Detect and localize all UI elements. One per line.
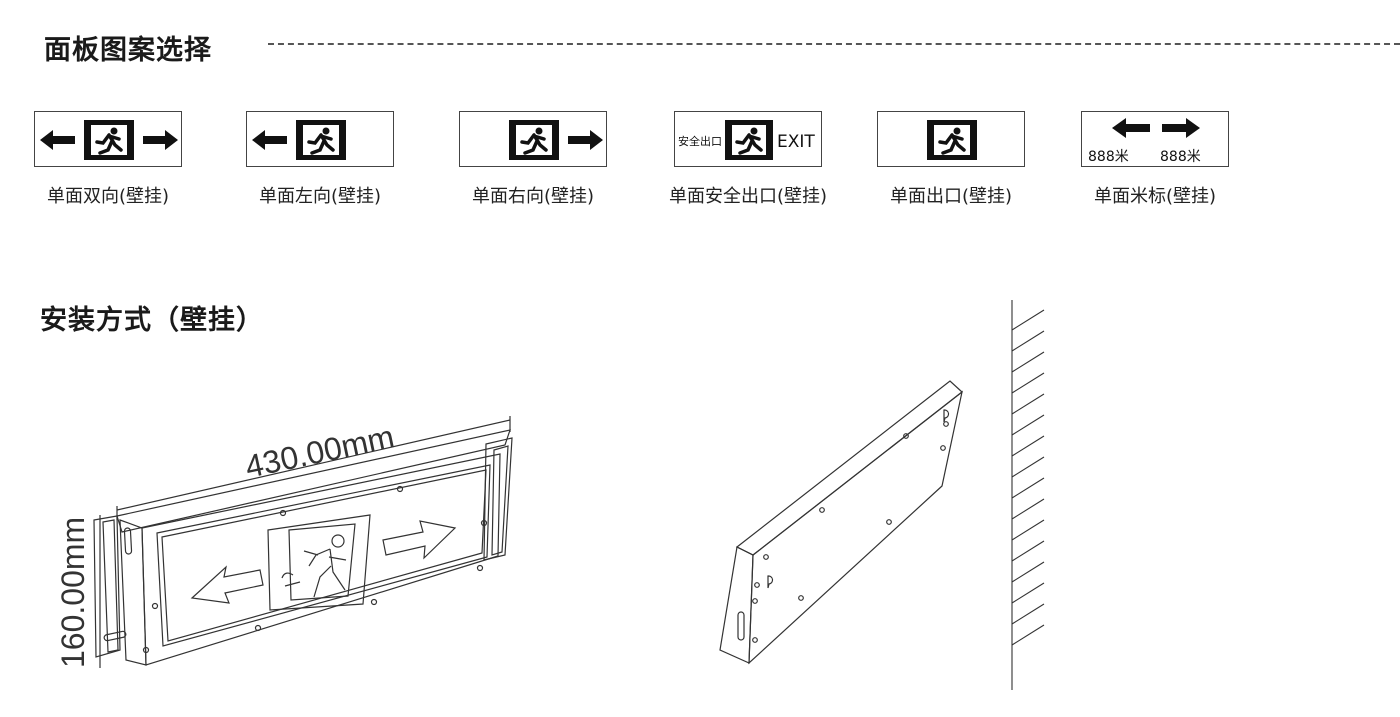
panel-thumbnail xyxy=(459,111,607,167)
safety-exit-icon: 安全出口 EXIT xyxy=(678,120,815,160)
panel-selection-title: 面板图案选择 xyxy=(44,35,212,66)
pattern-caption: 单面安全出口(壁挂) xyxy=(668,186,828,207)
right-arrow-outline xyxy=(382,520,457,560)
left-arrow-exit-icon xyxy=(252,120,346,160)
pattern-caption: 单面左向(壁挂) xyxy=(258,186,382,207)
panel-thumbnail: 安全出口 EXIT xyxy=(674,111,822,167)
panel-thumbnail: 888米 888米 xyxy=(1081,111,1229,167)
panel-thumbnail xyxy=(877,111,1025,167)
panel-left-text: 安全出口 xyxy=(678,134,722,148)
pattern-caption: 单面右向(壁挂) xyxy=(471,186,595,207)
running-man-frame xyxy=(267,514,371,611)
pattern-caption: 单面米标(壁挂) xyxy=(1093,186,1217,207)
double-arrow-exit-icon xyxy=(40,120,178,160)
right-arrow-exit-icon xyxy=(509,120,603,160)
meter-mark-icon: 888米 888米 xyxy=(1088,118,1201,165)
pattern-caption: 单面出口(壁挂) xyxy=(889,186,1013,207)
left-arrow-outline xyxy=(190,565,264,604)
panel-thumbnail xyxy=(246,111,394,167)
exit-only-icon xyxy=(927,120,977,160)
wall-hatching xyxy=(1011,300,1045,690)
panel-thumbnail xyxy=(34,111,182,167)
pattern-caption: 单面双向(壁挂) xyxy=(46,186,170,207)
panel-right-text: EXIT xyxy=(777,132,815,152)
width-dimension-line xyxy=(116,419,511,511)
panel-right-text: 888米 xyxy=(1160,149,1201,165)
panel-front-view xyxy=(93,416,513,668)
height-dimension-label: 160.00mm xyxy=(55,517,91,668)
mounting-title: 安装方式（壁挂） xyxy=(40,305,264,336)
panel-side-view xyxy=(719,380,963,665)
panel-left-text: 888米 xyxy=(1088,149,1129,165)
title-divider xyxy=(268,43,1400,45)
